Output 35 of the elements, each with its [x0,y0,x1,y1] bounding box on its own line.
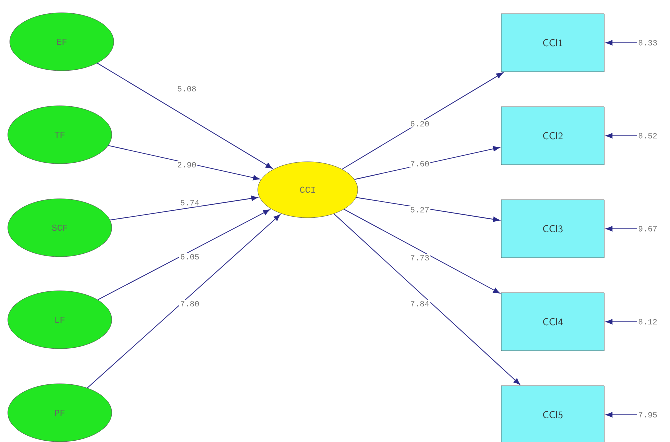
arrow [108,145,260,181]
edge-label: 7.80 [179,300,201,308]
arrow [606,226,638,232]
error-value: 8.52 [638,133,658,139]
edge-label: 7.84 [409,300,431,308]
arrow [342,72,504,170]
edge-label: 7.60 [409,160,431,168]
edge-label: 2.90 [176,161,198,169]
error-value: 8.12 [638,319,658,325]
edge-label: 6.20 [409,120,431,128]
edge-label: 7.73 [409,254,431,262]
arrow [356,197,500,222]
arrow [98,210,270,300]
arrow [334,214,520,386]
indicator-box: CCI3 [501,200,605,258]
edge-label: 5.08 [176,85,198,93]
edge-label: 5.27 [409,206,431,214]
arrow [606,319,638,325]
error-value: 8.33 [638,40,658,46]
arrow [344,209,500,294]
error-value: 9.67 [638,226,657,232]
edge-label: 5.74 [179,199,201,207]
indicator-box: CCI5 [501,386,605,442]
arrow [606,133,638,139]
indicator-box: CCI4 [501,292,605,352]
indicator-box: CCI1 [501,14,605,72]
arrow [110,196,258,221]
arrow [606,412,638,418]
edge-label: 6.05 [179,253,201,261]
arrow [97,62,273,169]
arrow [87,214,281,389]
indicator-box: CCI2 [501,106,605,166]
arrow [354,146,500,180]
arrow [606,40,638,46]
error-value: 7.95 [639,412,658,418]
